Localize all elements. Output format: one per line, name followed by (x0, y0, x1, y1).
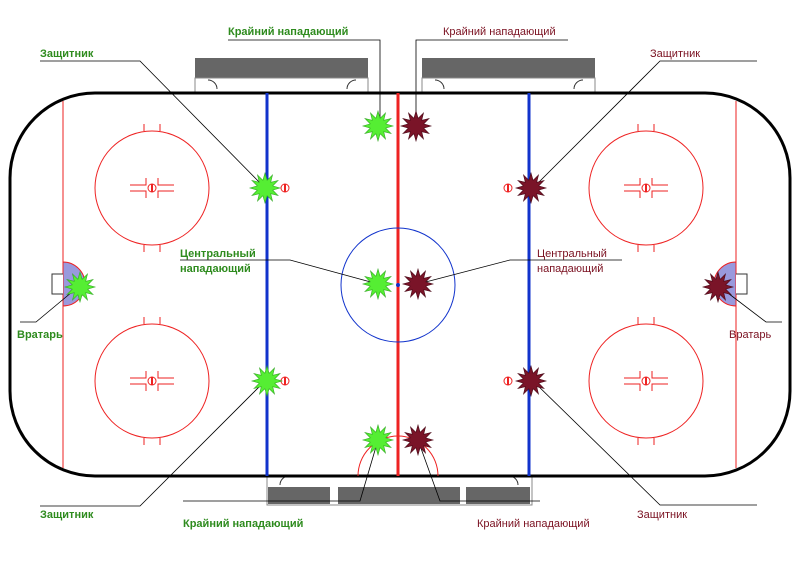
player-right-goalie (701, 270, 735, 304)
player-right-center (401, 267, 435, 301)
bench-top-left-frame (194, 77, 369, 94)
label-right-winger-top: Крайний нападающий (443, 26, 556, 38)
leader-lines (20, 39, 782, 507)
bench-top-left (195, 58, 368, 78)
player-right-defender-bottom (514, 364, 548, 398)
faceoff-dot-neutral-br (503, 376, 513, 386)
center-dot (396, 283, 400, 287)
label-left-winger-top: Крайний нападающий (228, 26, 348, 38)
label-right-center-line2: нападающий (537, 263, 603, 275)
penalty-box-right (466, 487, 530, 504)
label-left-goalie: Вратарь (17, 329, 63, 341)
label-right-defender-top: Защитник (650, 48, 700, 60)
scorer-box (338, 487, 460, 504)
label-left-winger-bottom: Крайний нападающий (183, 518, 303, 530)
player-left-winger-top (361, 109, 395, 143)
faceoff-dot-neutral-tr (503, 183, 513, 193)
player-left-defender-bottom (250, 364, 284, 398)
player-left-defender-top (248, 171, 282, 205)
player-right-defender-top (514, 171, 548, 205)
player-left-center (361, 267, 395, 301)
label-right-winger-bottom: Крайний нападающий (477, 518, 590, 530)
player-right-winger-bottom (401, 423, 435, 457)
bench-top-right-frame (421, 77, 596, 94)
player-left-winger-bottom (361, 423, 395, 457)
label-right-defender-bottom: Защитник (637, 509, 687, 521)
label-left-defender-top: Защитник (40, 48, 94, 60)
label-left-defender-bottom: Защитник (40, 509, 94, 521)
goal-net-right (736, 273, 748, 295)
label-right-goalie: Вратарь (729, 329, 771, 341)
player-left-goalie (63, 270, 97, 304)
goal-net-left (51, 273, 63, 295)
penalty-box-left (268, 487, 330, 504)
label-left-center-line1: Центральный (180, 248, 256, 260)
player-right-winger-top (399, 109, 433, 143)
label-left-center-line2: нападающий (180, 263, 251, 275)
rink-boards (8, 91, 792, 478)
center-circle (340, 227, 456, 343)
referee-crease (357, 435, 439, 477)
players-layer (63, 109, 735, 457)
label-right-center-line1: Центральный (537, 248, 607, 260)
bench-top-right (422, 58, 595, 78)
faceoff-dot-neutral-tl (280, 183, 290, 193)
